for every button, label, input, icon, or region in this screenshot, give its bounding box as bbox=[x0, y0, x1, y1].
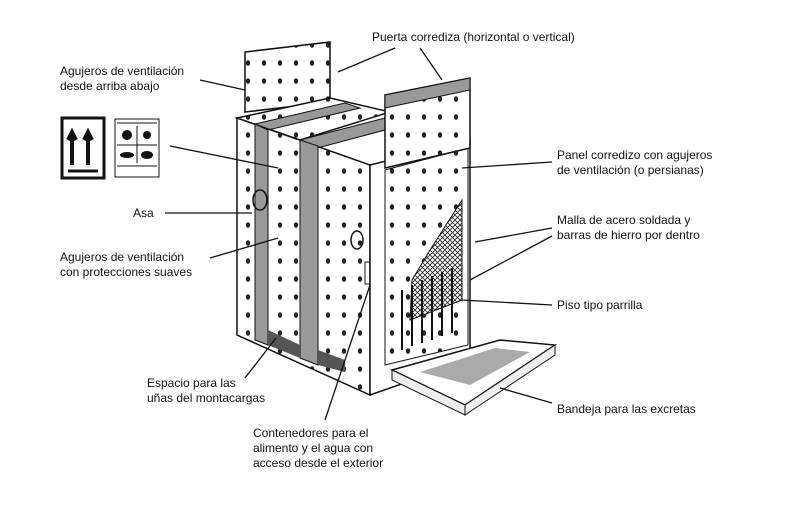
live-animals-label-icon bbox=[114, 118, 160, 178]
label-containers: Contenedores para el alimento y el agua … bbox=[253, 426, 384, 470]
label-sliding-panel: Panel corredizo con agujeros de ventilac… bbox=[557, 148, 713, 177]
leader-lines bbox=[165, 47, 553, 421]
label-tray: Bandeja para las excretas bbox=[557, 402, 696, 416]
handle-icon bbox=[252, 189, 268, 211]
label-top-vents: Agujeros de ventilación desde arriba aba… bbox=[60, 64, 185, 93]
this-way-up-label-icon bbox=[60, 116, 106, 180]
label-forklift-space: Espacio para las uñas del montacargas bbox=[147, 376, 266, 405]
grid-floor bbox=[401, 268, 453, 350]
label-sliding-door: Puerta corrediza (horizontal o vertical) bbox=[372, 30, 575, 44]
label-mesh: Malla de acero soldada y barras de hierr… bbox=[557, 213, 700, 242]
label-handle: Asa bbox=[133, 206, 154, 220]
label-soft-vents: Agujeros de ventilación con protecciones… bbox=[60, 250, 193, 279]
label-grid-floor: Piso tipo parrilla bbox=[557, 298, 643, 312]
